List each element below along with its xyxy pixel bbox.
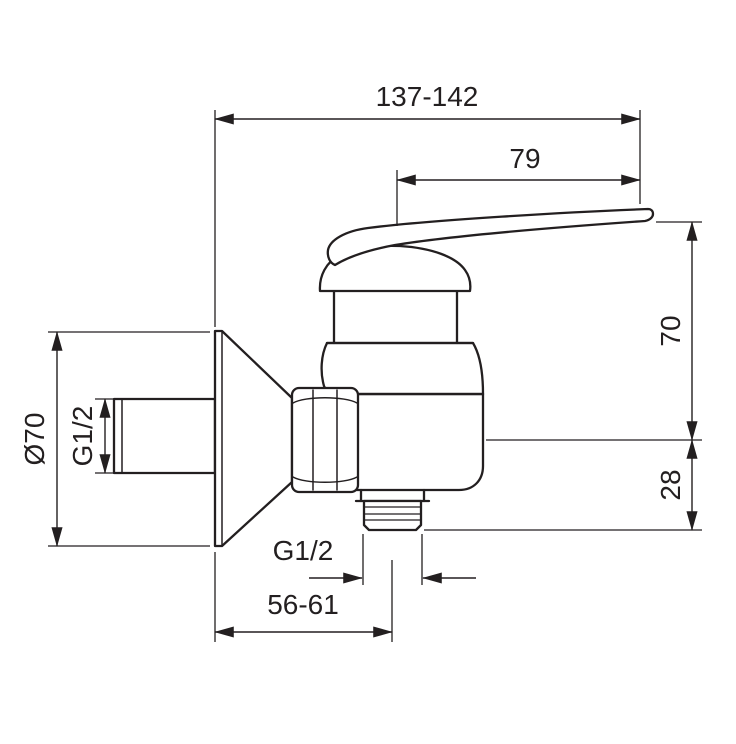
valve-body-block <box>348 392 485 492</box>
cartridge-collar <box>325 289 475 345</box>
dim-label-wall-to-outlet: 56-61 <box>267 589 339 620</box>
dim-inlet-thread: G1/2 <box>67 398 116 474</box>
dim-label-height-upper: 70 <box>655 315 686 346</box>
dim-lever-length: 79 <box>396 143 641 226</box>
dim-height-lower: 28 <box>424 439 702 531</box>
dim-label-overall-width: 137-142 <box>376 81 479 112</box>
dim-label-lever-length: 79 <box>509 143 540 174</box>
dim-label-outlet-thread: G1/2 <box>273 535 334 566</box>
dim-label-height-lower: 28 <box>655 469 686 500</box>
dim-label-flange-diameter: Ø70 <box>19 413 50 466</box>
dim-height-upper: 70 <box>486 221 702 441</box>
hex-nut <box>290 386 360 494</box>
dim-outlet-thread: G1/2 <box>273 534 476 585</box>
wall-flange-cone <box>213 329 294 548</box>
dim-flange-diameter: Ø70 <box>19 331 210 547</box>
mixer-fixture <box>112 207 655 548</box>
inlet-nipple <box>112 397 217 475</box>
lever-handle <box>326 207 655 267</box>
dim-label-inlet-thread: G1/2 <box>67 406 98 467</box>
dim-overall-width: 137-142 <box>214 81 641 327</box>
dim-wall-to-outlet: 56-61 <box>214 552 393 642</box>
outlet-spigot <box>354 488 431 532</box>
upper-body <box>320 341 485 396</box>
